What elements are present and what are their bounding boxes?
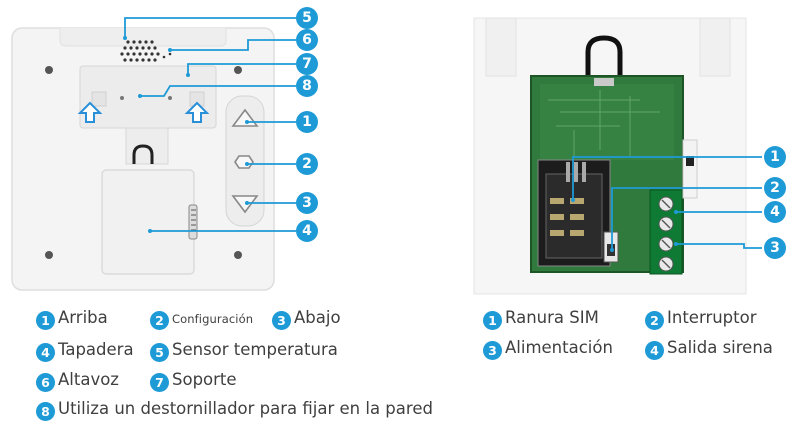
callout-badge-3: 3 [296,192,318,214]
callout-badge-2: 2 [296,153,318,175]
device-diagram [0,0,800,300]
screw [234,251,242,259]
legend-badge: 8 [36,402,55,421]
callout-badge-1: 1 [764,146,786,168]
screw [45,66,53,74]
legend-label: Ranura SIM [505,308,599,327]
legend-label: Arriba [58,308,108,327]
legend-label: Soporte [172,370,237,389]
callout-badge-8: 8 [296,75,318,97]
left-device [12,28,274,290]
callout-badge-3: 3 [764,237,786,259]
callout-badge-7: 7 [296,53,318,75]
callout-badge-1: 1 [296,111,318,133]
legend-label: Utiliza un destornillador para fijar en … [58,399,433,418]
callout-badge-2: 2 [764,177,786,199]
legend-badge: 2 [645,311,664,330]
legend-badge: 6 [36,373,55,392]
legend-badge: 3 [272,311,291,330]
callout-badge-5: 5 [296,7,318,29]
legend-label: Altavoz [58,370,119,389]
callout-badge-6: 6 [296,29,318,51]
right-device [474,18,746,294]
legend-label: Abajo [294,308,341,327]
screw [45,251,53,259]
callout-badge-4: 4 [296,220,318,242]
battery-cover [102,170,194,274]
legend-badge: 4 [36,343,55,362]
legend-label: Salida sirena [667,338,773,357]
callout-badge-4: 4 [764,201,786,223]
legend-label: Alimentación [505,338,613,357]
hexagon-icon[interactable] [235,156,253,168]
legend-badge: 1 [36,311,55,330]
legend-badge: 3 [483,341,502,360]
legend-badge: 4 [645,341,664,360]
legend-badge: 5 [150,343,169,362]
legend-badge: 2 [150,311,169,330]
legend-label: Configuración [172,312,253,326]
legend-label: Sensor temperatura [172,340,338,359]
legend-label: Interruptor [667,308,757,327]
legend-badge: 1 [483,311,502,330]
legend-label: Tapadera [58,340,134,359]
screw [234,66,242,74]
legend-badge: 7 [150,373,169,392]
